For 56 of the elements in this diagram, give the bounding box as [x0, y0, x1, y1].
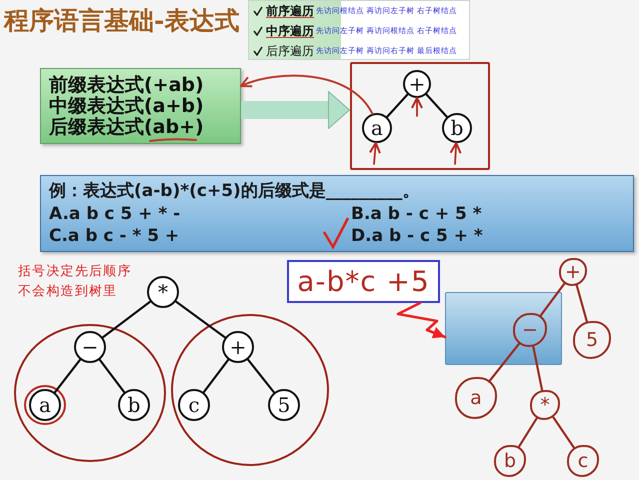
- question-text: 例：表达式(a-b)*(c+5)的后缀式是_________。: [49, 180, 420, 202]
- handwritten-tree-node: 5: [573, 321, 611, 359]
- handwritten-tree-node: a: [455, 377, 497, 419]
- slide-title: 程序语言基础-表达式: [4, 5, 240, 37]
- connector-line: [202, 358, 230, 394]
- connector-line: [98, 358, 126, 394]
- connector-line: [54, 358, 82, 394]
- answer-option: C.a b c - * 5 +: [49, 225, 180, 247]
- tree-node: b: [442, 113, 472, 143]
- curved-arrow: [240, 74, 374, 115]
- traversal-name: 前序遍历: [266, 3, 314, 20]
- notation-text: 前缀表达式(+ab): [49, 75, 204, 96]
- tree-node: −: [74, 331, 106, 363]
- tree-node: +: [403, 70, 431, 98]
- connector-line: [174, 300, 226, 339]
- handwritten-tree-node: b: [494, 445, 526, 477]
- arrow: [450, 142, 462, 165]
- arrow: [368, 142, 381, 165]
- connector-line: [488, 342, 520, 383]
- connector-line: [246, 358, 276, 394]
- answer-option: A.a b c 5 + * -: [49, 203, 180, 225]
- connector-line: [576, 284, 588, 323]
- tree-node: a: [29, 389, 61, 421]
- handwritten-tree-node: +: [559, 258, 587, 286]
- handwritten-tree-node: c: [567, 445, 599, 477]
- block-arrow: [241, 91, 350, 129]
- tree-node: c: [178, 389, 210, 421]
- zigzag-arrow: [396, 302, 446, 338]
- connector-line: [386, 93, 409, 118]
- notation-text: 中缀表达式(a+b): [49, 96, 204, 117]
- answer-option: D.a b - c 5 + *: [351, 225, 483, 247]
- tree-node: a: [362, 113, 392, 143]
- note-text: 括号决定先后顺序不会构造到树里: [18, 263, 133, 301]
- notation-text: 后缀表达式(ab+): [49, 117, 204, 138]
- handwritten-tree-node: *: [530, 390, 560, 420]
- connector-line: [539, 282, 566, 318]
- question-panel: [40, 175, 634, 252]
- shaded-panel: [445, 292, 562, 365]
- traversal-name: 后序遍历: [266, 43, 314, 60]
- connector-line: [425, 93, 448, 118]
- tree-node: 5: [268, 389, 300, 421]
- answer-option: B.a b - c + 5 *: [351, 203, 482, 225]
- tree-node: b: [118, 389, 150, 421]
- arrow: [411, 97, 423, 117]
- traversal-panel: [248, 0, 470, 60]
- connector-line: [552, 416, 576, 449]
- connector-line: [532, 346, 544, 392]
- tree-node: *: [147, 276, 179, 308]
- expression-box: a-b*c +5: [287, 260, 440, 303]
- handwritten-tree-node: −: [513, 313, 547, 347]
- frame-outline: [350, 62, 490, 170]
- traversal-name: 中序遍历: [266, 23, 314, 40]
- connector-line: [102, 300, 152, 338]
- tree-node: +: [222, 331, 254, 363]
- notation-box: [40, 68, 241, 144]
- connector-line: [517, 416, 538, 448]
